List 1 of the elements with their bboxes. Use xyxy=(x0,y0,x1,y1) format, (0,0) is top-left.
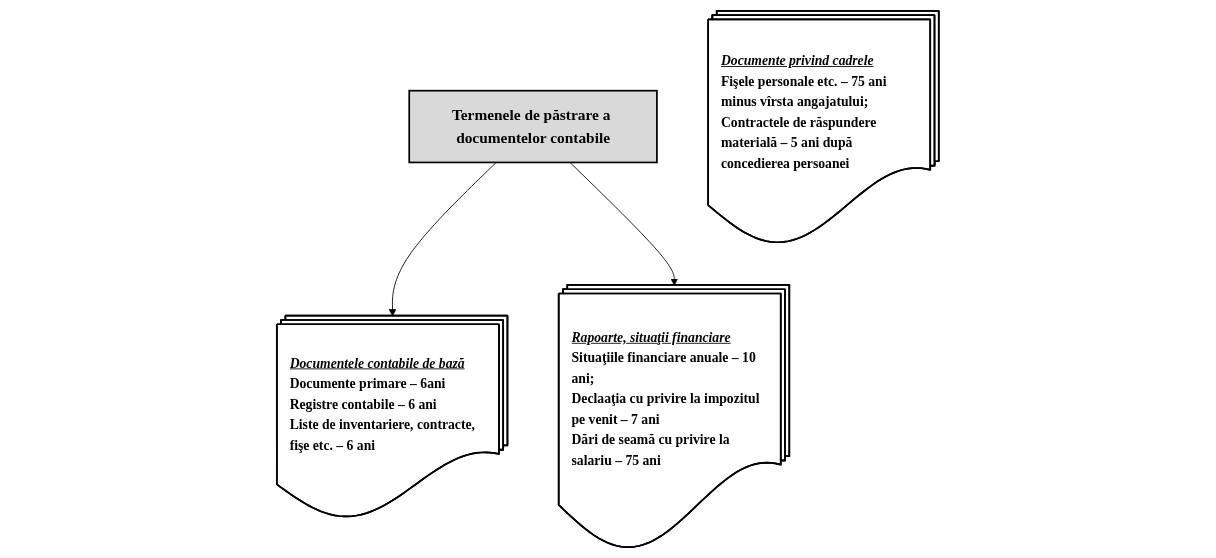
node-box: Termenele de păstrare a documentelor contabile xyxy=(408,89,658,164)
